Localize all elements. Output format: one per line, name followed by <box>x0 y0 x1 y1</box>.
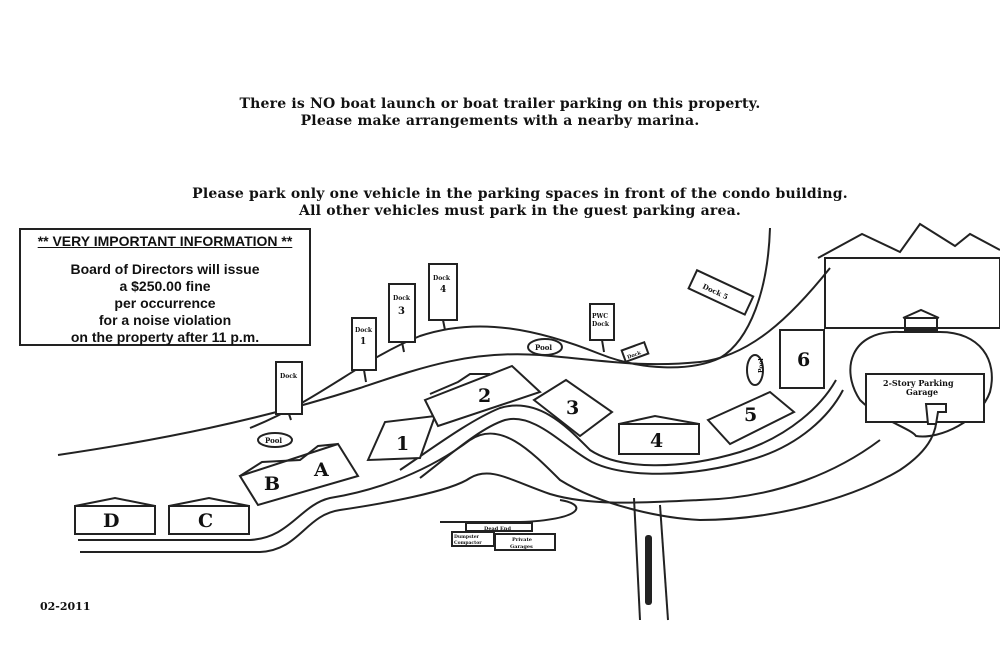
garage-ramp-icon <box>924 403 947 425</box>
building-C <box>168 496 250 535</box>
notice-line-1: There is NO boat launch or boat trailer … <box>239 96 761 112</box>
garage-lot <box>849 330 993 438</box>
road-inner <box>80 439 881 553</box>
dock-marker-left <box>275 361 303 415</box>
notice-parking: Please park only one vehicle in the park… <box>20 186 1000 220</box>
pool-right <box>746 354 764 386</box>
info-line-4: for a noise violation <box>98 312 232 328</box>
road-inner-loop <box>399 379 837 471</box>
date-code: 02-2011 <box>40 600 91 613</box>
building-2-label: 2 <box>478 385 491 407</box>
building-B-label: B <box>264 473 280 495</box>
building-6-label: 6 <box>797 349 810 371</box>
private-garages-label-1: Private <box>512 537 532 543</box>
info-line-5: on the property after 11 p.m. <box>70 329 260 345</box>
building-B-A <box>238 442 360 507</box>
dock-1-number: 1 <box>360 337 366 347</box>
dock-1 <box>351 317 377 371</box>
pwc-label-2: Dock <box>592 321 610 328</box>
garage-building <box>865 373 985 423</box>
building-D <box>74 496 156 535</box>
dock-4 <box>428 263 458 321</box>
notice-boat-launch: There is NO boat launch or boat trailer … <box>0 96 1000 130</box>
notice-line-4: All other vehicles must park in the gues… <box>299 203 741 219</box>
dock-label-left: Dock <box>280 373 298 380</box>
house-garage <box>904 317 938 331</box>
boat-shed <box>620 340 650 364</box>
road-south-right <box>659 504 669 621</box>
building-3 <box>532 378 614 438</box>
road-outer <box>78 404 938 541</box>
dock-5 <box>687 268 755 316</box>
shoreline-lower <box>57 267 831 456</box>
building-5 <box>706 390 796 446</box>
info-line-1: Board of Directors will issue <box>70 261 260 277</box>
building-6 <box>779 329 825 389</box>
dock-3-number: 3 <box>398 306 405 317</box>
notice-line-3: Please park only one vehicle in the park… <box>192 186 848 202</box>
building-1-label: 1 <box>396 433 409 455</box>
pwc-label-1: PWC <box>592 313 608 320</box>
house-roofs <box>817 222 1000 259</box>
info-box-header: ** VERY IMPORTANT INFORMATION ** <box>37 233 293 249</box>
pool-left-label: Pool <box>265 436 282 445</box>
building-4 <box>618 414 700 455</box>
building-4-label: 4 <box>650 430 663 452</box>
dead-end-label: Dead End <box>484 526 511 532</box>
dock-1-label: Dock <box>355 327 373 334</box>
building-5-label: 5 <box>744 404 757 426</box>
dock-4-label: Dock <box>433 275 451 282</box>
info-line-2: a $250.00 fine <box>119 278 211 294</box>
pool-left <box>257 432 293 448</box>
building-2 <box>423 364 542 428</box>
boat-shed-label: Dock <box>627 350 643 361</box>
private-garages-box <box>494 533 556 551</box>
pool-center-label: Pool <box>535 343 552 352</box>
private-garages-label-2: Garages <box>510 544 533 550</box>
building-C-label: C <box>198 510 213 532</box>
house-block <box>824 257 1000 329</box>
road-median <box>645 535 652 605</box>
garage-label-1: 2-Story Parking <box>883 378 954 388</box>
pool-center <box>527 338 563 356</box>
info-line-3: per occurrence <box>114 295 216 311</box>
building-3-label: 3 <box>566 397 579 419</box>
building-A-label: A <box>313 459 329 481</box>
dock-3-label: Dock <box>393 295 411 302</box>
pool-right-label: Pool <box>758 358 765 373</box>
road-south-left <box>633 497 641 621</box>
dock-4-number: 4 <box>440 285 446 295</box>
building-D-label: D <box>103 510 119 532</box>
pwc-dock <box>589 303 615 341</box>
garage-label-2: Garage <box>906 387 938 397</box>
dumpster-label-2: Compactor <box>454 540 482 546</box>
dead-end-sign <box>465 522 533 532</box>
dock-3 <box>388 283 416 343</box>
dumpster-label-1: Dumpster <box>454 534 480 540</box>
important-info-box: ** VERY IMPORTANT INFORMATION ** Board o… <box>19 228 311 346</box>
notice-line-2: Please make arrangements with a nearby m… <box>300 113 700 129</box>
dead-end-road <box>440 499 578 523</box>
road-inner-loop-2 <box>419 389 844 479</box>
